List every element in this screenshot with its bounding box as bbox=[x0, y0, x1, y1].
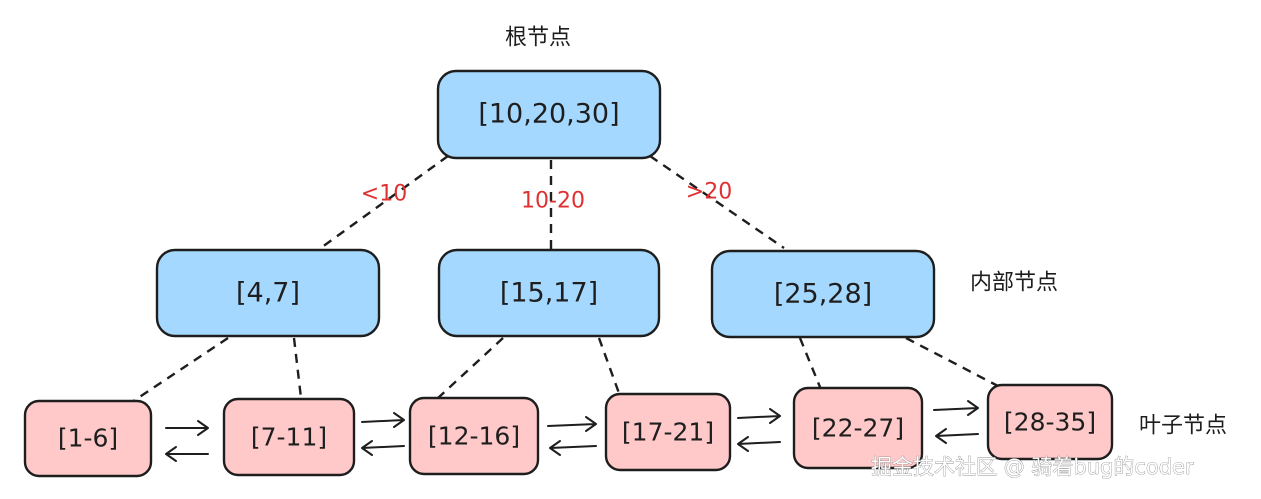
internal-node: [15,17] bbox=[437, 248, 661, 338]
leaf-node-box bbox=[23, 399, 153, 478]
edge-internal2-leaf3 bbox=[437, 337, 504, 399]
edge-label-right: >20 bbox=[686, 180, 732, 205]
prev-arrow-icon bbox=[737, 436, 781, 452]
edge-internal1-leaf2 bbox=[292, 337, 303, 399]
leaf-node: [7-11] bbox=[222, 397, 356, 477]
next-arrow-icon bbox=[737, 408, 781, 424]
leaf-node-keys: [1-6] bbox=[58, 424, 118, 453]
leaf-node-keys: [17-21] bbox=[622, 418, 714, 447]
leaf-links bbox=[165, 400, 979, 462]
leaf-label: 叶子节点 bbox=[1139, 414, 1227, 439]
internal-node-box bbox=[155, 248, 381, 338]
next-arrow-icon bbox=[933, 400, 979, 416]
internal-node-keys: [25,28] bbox=[774, 279, 872, 310]
internal-node-box bbox=[437, 248, 661, 338]
internal-node-keys: [15,17] bbox=[500, 278, 598, 309]
leaf-node: [17-21] bbox=[604, 392, 732, 472]
leaf-node-box bbox=[792, 386, 924, 470]
leaf-node-box bbox=[986, 383, 1114, 461]
prev-arrow-icon bbox=[935, 428, 979, 444]
internal-node-box bbox=[710, 249, 936, 339]
prev-arrow-icon bbox=[361, 440, 405, 456]
internal-edges bbox=[131, 336, 999, 403]
root-node: [10,20,30] bbox=[436, 69, 662, 160]
internal-label: 内部节点 bbox=[970, 271, 1058, 296]
prev-arrow-icon bbox=[549, 440, 597, 456]
root-edges bbox=[317, 155, 785, 251]
edge-internal3-leaf5 bbox=[798, 337, 824, 393]
leaf-node: [1-6] bbox=[23, 399, 153, 478]
leaf-node-keys: [7-11] bbox=[251, 423, 327, 452]
watermark-text: 掘金技术社区 @ 骑着bug的coder bbox=[871, 455, 1194, 479]
root-label: 根节点 bbox=[505, 26, 571, 51]
leaf-node-keys: [12-16] bbox=[428, 422, 520, 451]
internal-node: [25,28] bbox=[710, 249, 936, 339]
root-node-keys: [10,20,30] bbox=[478, 99, 619, 130]
leaf-node-keys: [28-35] bbox=[1004, 408, 1096, 437]
internal-node: [4,7] bbox=[155, 248, 381, 338]
leaf-node: [28-35] bbox=[986, 383, 1114, 461]
edge-internal3-leaf6 bbox=[905, 336, 999, 388]
edge-internal1-leaf1 bbox=[131, 337, 229, 403]
internal-node-keys: [4,7] bbox=[236, 278, 300, 309]
edge-internal2-leaf4 bbox=[597, 337, 622, 397]
prev-arrow-icon bbox=[165, 446, 209, 462]
leaf-node: [12-16] bbox=[408, 396, 540, 476]
next-arrow-icon bbox=[547, 416, 597, 432]
leaf-node: [22-27] bbox=[792, 386, 924, 470]
edge-label-middle: 10-20 bbox=[521, 189, 585, 214]
leaf-node-box bbox=[604, 392, 732, 472]
leaf-node-keys: [22-27] bbox=[812, 414, 904, 443]
edge-root-left bbox=[317, 155, 449, 251]
leaf-node-box bbox=[408, 396, 540, 476]
edge-root-right bbox=[649, 155, 785, 249]
root-node-box bbox=[436, 69, 662, 160]
leaf-node-box bbox=[222, 397, 356, 477]
next-arrow-icon bbox=[361, 412, 405, 428]
next-arrow-icon bbox=[165, 420, 209, 436]
edge-label-left: <10 bbox=[361, 182, 407, 207]
